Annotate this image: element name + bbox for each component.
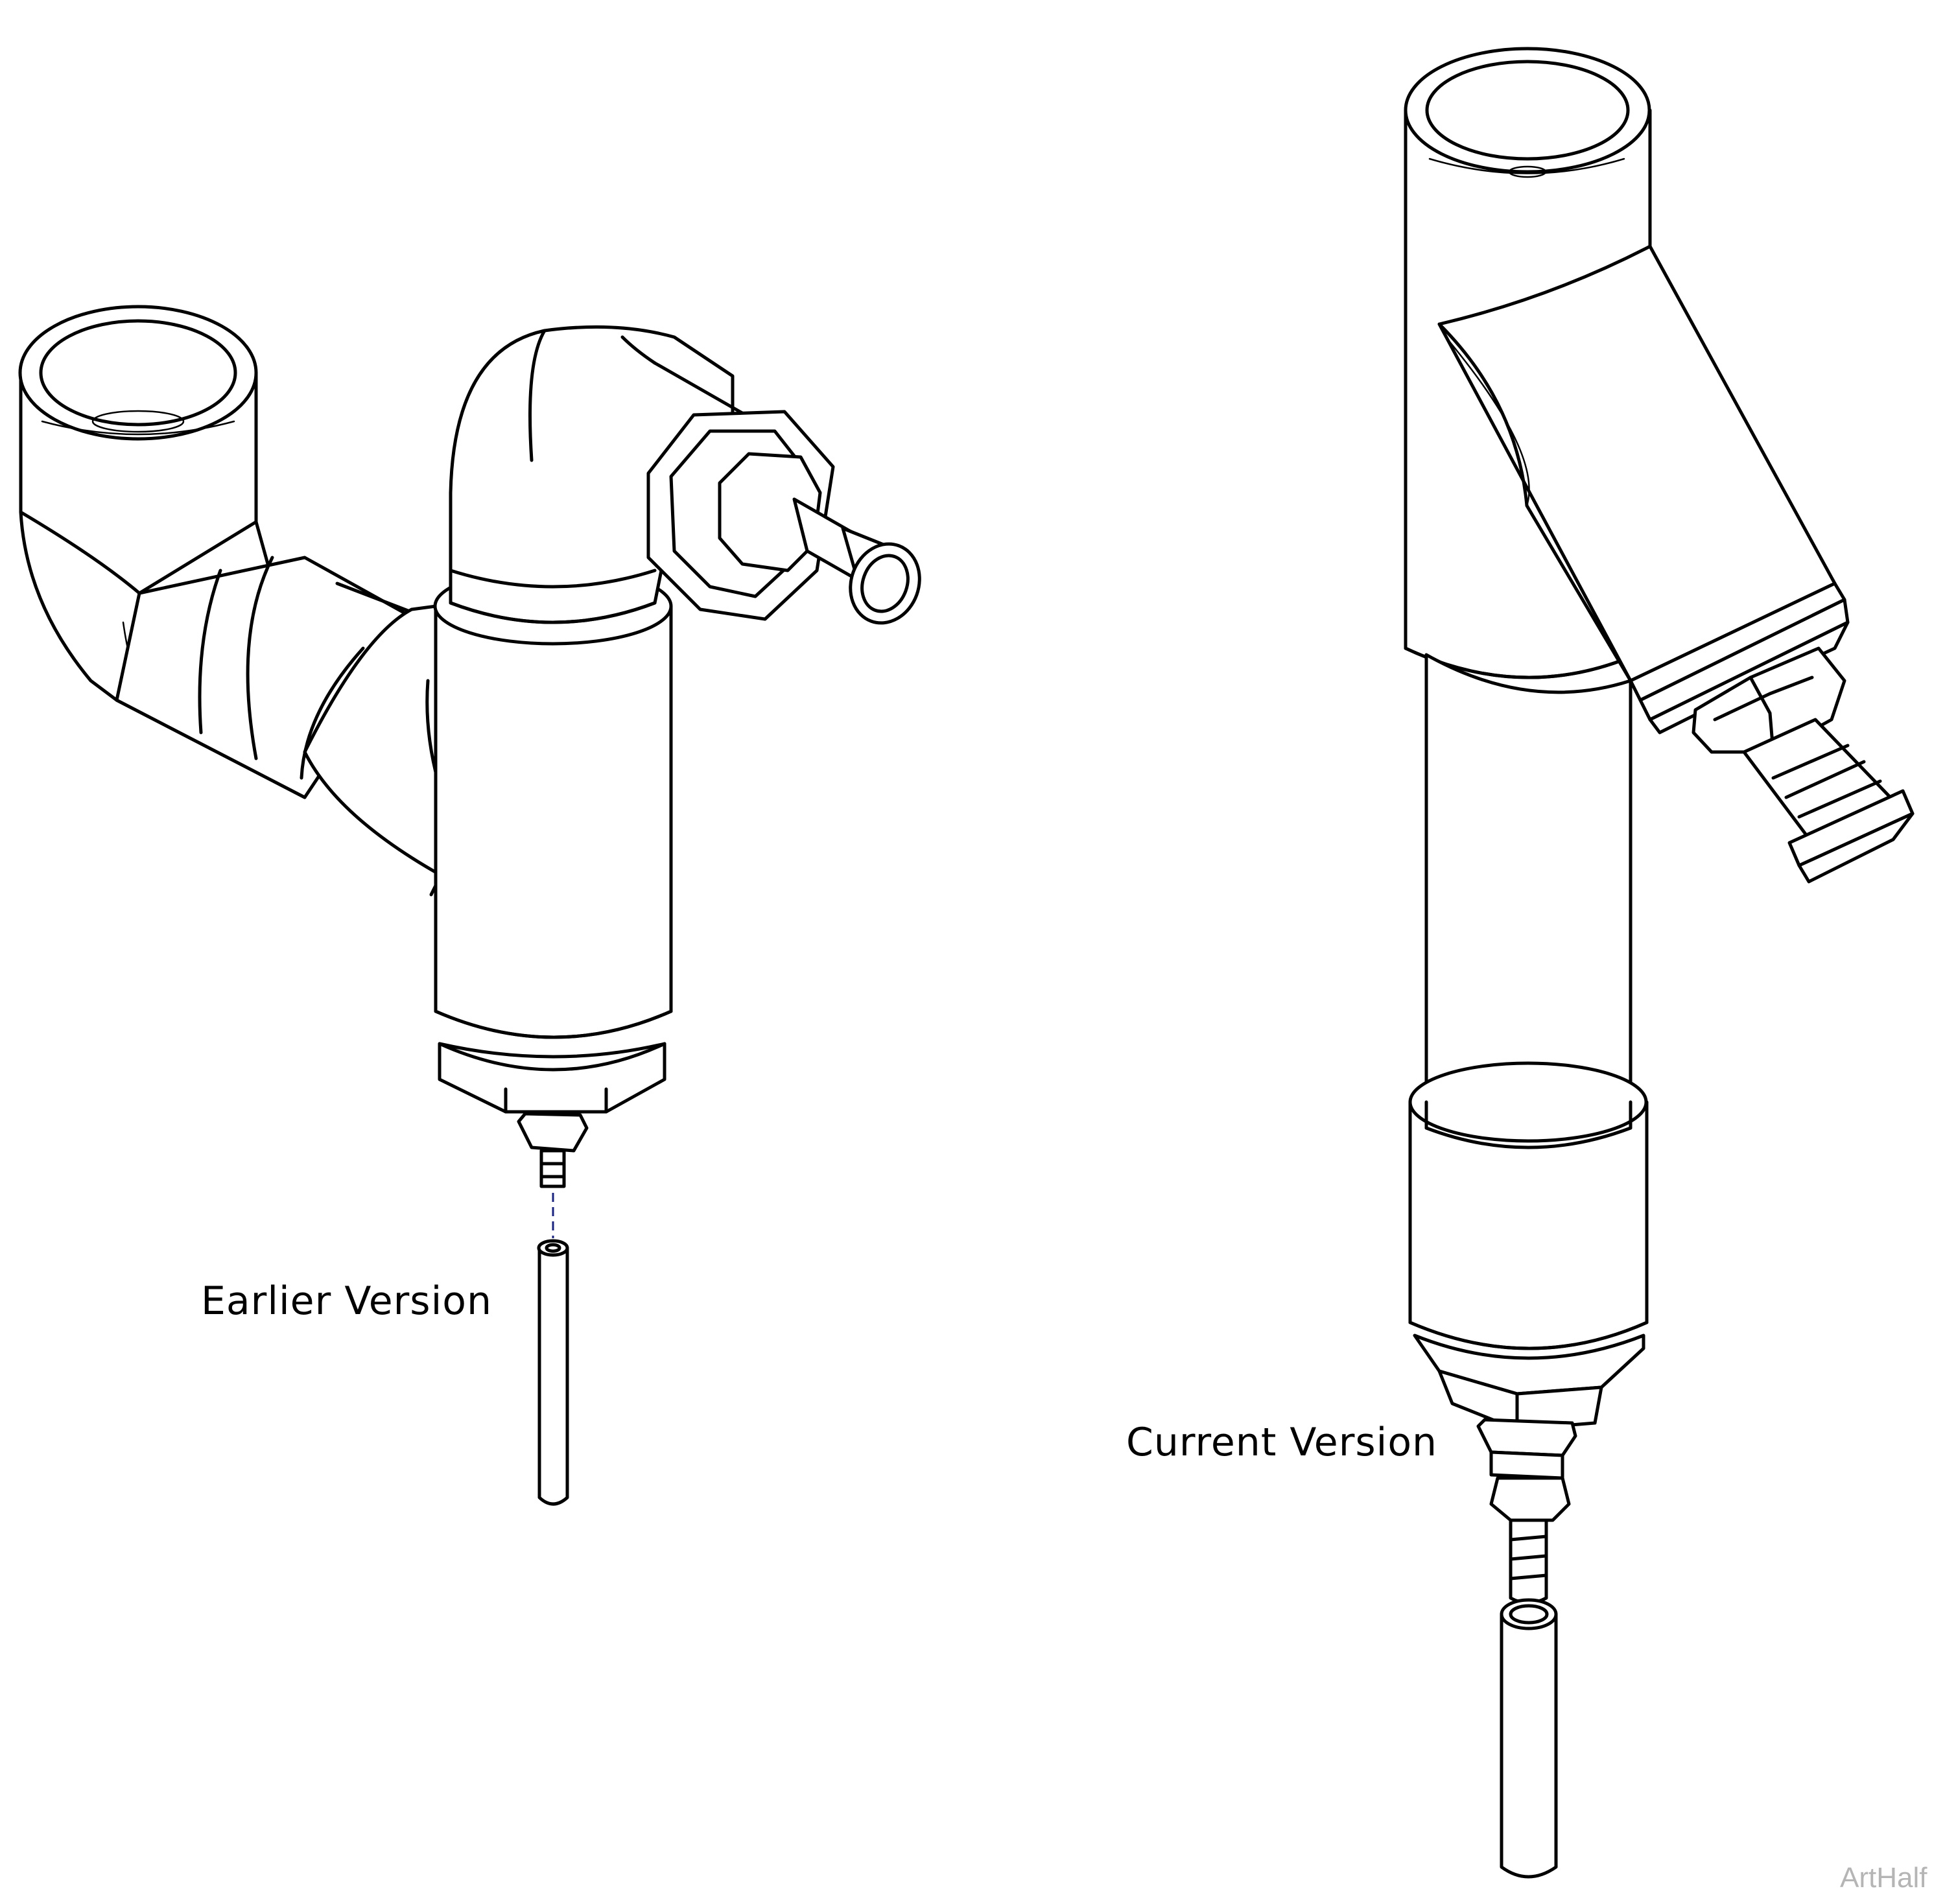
earlier-version-label: Earlier Version [201,1278,492,1324]
current-bottom-fitting [1476,1418,1577,1604]
watermark-text: ArtHalf [1840,1862,1927,1894]
earlier-tube [537,1239,569,1506]
earlier-main-cylinder [433,567,673,1039]
earlier-hose-barb [792,497,921,625]
current-version-label: Current Version [1126,1420,1438,1465]
current-slim-pipe [1424,653,1633,1130]
current-version-assembly [1404,47,1915,1879]
current-lower-coupling [1408,1061,1649,1350]
current-angled-branch [1437,244,1837,683]
earlier-version-assembly [18,305,921,1506]
earlier-bottom-fitting [517,1112,589,1188]
current-branch-barb [1742,718,1915,884]
current-bottom-cap [1413,1334,1645,1431]
earlier-bottom-cap [438,1042,666,1114]
current-tube [1500,1598,1558,1879]
